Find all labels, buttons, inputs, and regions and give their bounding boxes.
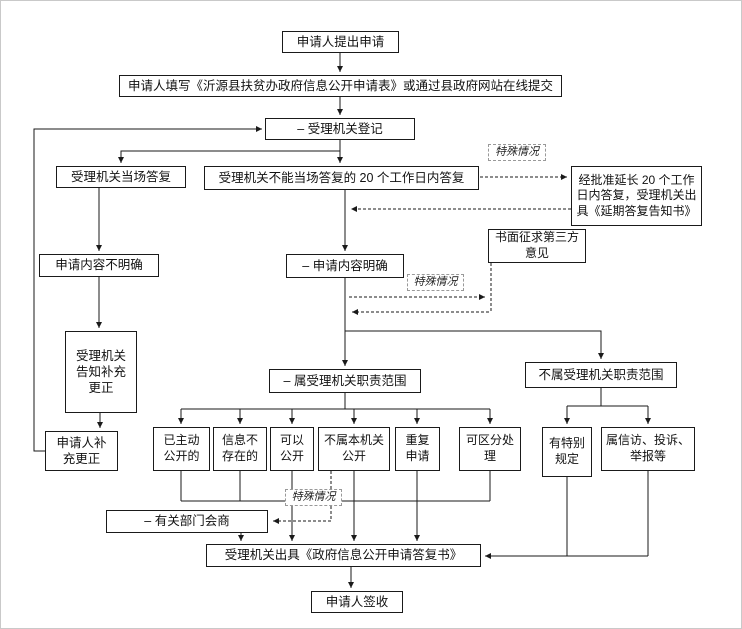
node-content-unclear: 申请内容不明确: [39, 254, 159, 277]
node-reply-document: 受理机关出具《政府信息公开申请答复书》: [206, 544, 481, 567]
node-outside-scope: 不属受理机关职责范围: [525, 362, 677, 388]
node-content-clear: – 申请内容明确: [286, 254, 404, 278]
node-dept-consultation: – 有关部门会商: [106, 510, 268, 533]
node-separable-handling: 可区分处理: [459, 427, 521, 471]
node-applicant-sign: 申请人签收: [311, 591, 403, 613]
label-special-case-1: 特殊情况: [488, 144, 546, 161]
node-applicant-submit: 申请人提出申请: [282, 31, 399, 53]
dashed-connectors: [273, 174, 571, 524]
label-special-case-3: 特殊情况: [285, 489, 342, 506]
node-20day-reply: 受理机关不能当场答复的 20 个工作日内答复: [204, 166, 479, 190]
node-extended-reply: 经批准延长 20 个工作日内答复，受理机关出具《延期答复告知书》: [571, 166, 702, 226]
node-fill-form: 申请人填写《沂源县扶贫办政府信息公开申请表》或通过县政府网站在线提交: [119, 75, 562, 97]
node-can-disclose: 可以公开: [270, 427, 314, 471]
node-onspot-reply: 受理机关当场答复: [56, 166, 186, 188]
node-already-disclosed: 已主动公开的: [153, 427, 210, 471]
node-not-this-agency: 不属本机关公开: [318, 427, 390, 471]
node-petition-complaint: 属信访、投诉、举报等: [601, 427, 695, 471]
node-register: – 受理机关登记: [265, 118, 415, 140]
label-special-case-2: 特殊情况: [407, 274, 464, 291]
node-duplicate-request: 重复申请: [395, 427, 440, 471]
node-special-provisions: 有特别规定: [542, 427, 592, 477]
node-applicant-supplement: 申请人补充更正: [45, 431, 118, 471]
node-info-not-exist: 信息不存在的: [213, 427, 267, 471]
node-third-party-opinion: 书面征求第三方意见: [488, 229, 586, 263]
node-within-scope: – 属受理机关职责范围: [269, 369, 421, 393]
node-notify-supplement: 受理机关告知补充更正: [65, 331, 137, 413]
